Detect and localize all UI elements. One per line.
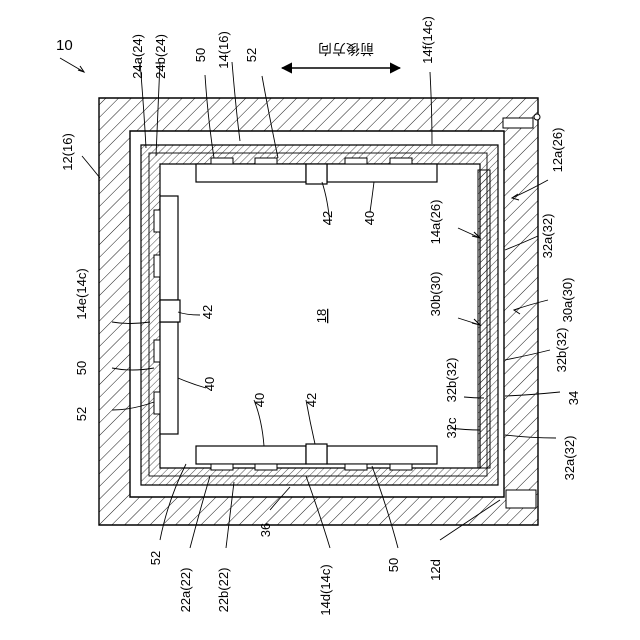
label-40-bottom: 40: [252, 393, 267, 407]
label-40-top: 40: [362, 211, 377, 225]
outer-wall-notch-lower: [506, 490, 536, 508]
label-14-16: 14(16): [216, 31, 231, 69]
label-52-left: 52: [74, 407, 89, 421]
label-32c: 32c: [444, 417, 459, 438]
connector-42-bottom: [306, 444, 327, 464]
label-14f: 14f(14c): [420, 16, 435, 64]
hinge-icon: [534, 114, 540, 120]
label-30b: 30b(30): [428, 272, 443, 317]
label-52-top: 52: [244, 48, 259, 62]
label-18: 18: [314, 309, 329, 323]
label-32b-right: 32b(32): [554, 328, 569, 373]
label-50-left: 50: [74, 361, 89, 375]
outer-wall-notch: [503, 118, 533, 128]
heater-panel-bottom-left: [196, 446, 306, 464]
label-24b: 24b(24): [153, 34, 168, 79]
label-30a: 30a(30): [560, 278, 575, 323]
label-40-left: 40: [202, 377, 217, 391]
label-50-top: 50: [193, 48, 208, 62]
label-12a: 12a(26): [550, 128, 565, 173]
ref-numeral-10: 10: [56, 37, 73, 54]
label-22a: 22a(22): [178, 568, 193, 613]
heater-panel-top-left: [196, 164, 306, 182]
label-24a: 24a(24): [130, 34, 145, 79]
label-12d: 12d: [428, 559, 443, 581]
label-50-bottom: 50: [386, 558, 401, 572]
connector-42-left: [160, 300, 180, 322]
label-42-top: 42: [320, 211, 335, 225]
connector-42-top: [306, 164, 327, 184]
label-22b: 22b(22): [216, 568, 231, 613]
label-14e: 14e(14c): [74, 268, 89, 319]
door-30b: [478, 170, 490, 468]
label-32a-bottom: 32a(32): [562, 436, 577, 481]
label-34: 34: [566, 391, 581, 405]
label-36: 36: [258, 523, 273, 537]
label-52-bottom: 52: [148, 551, 163, 565]
heater-panel-top-right: [327, 164, 437, 182]
label-32b-inner: 32b(32): [444, 358, 459, 403]
label-32a-top: 32a(32): [540, 214, 555, 259]
label-42-bottom: 42: [304, 393, 319, 407]
direction-label: 前後方向: [318, 41, 374, 57]
label-42-left: 42: [200, 305, 215, 319]
heater-panel-left-lower: [160, 322, 178, 434]
label-12-16: 12(16): [60, 133, 75, 171]
label-14a: 14a(26): [428, 200, 443, 245]
heater-panel-left-upper: [160, 196, 178, 300]
heater-panel-bottom-right: [327, 446, 437, 464]
label-14d: 14d(14c): [318, 564, 333, 615]
